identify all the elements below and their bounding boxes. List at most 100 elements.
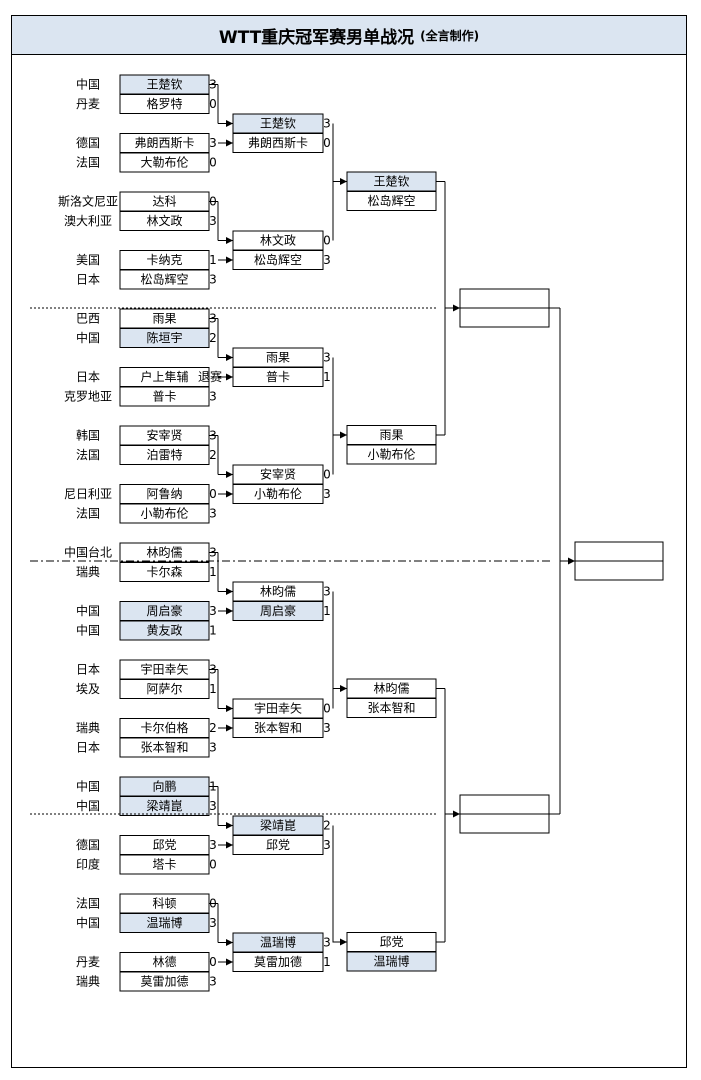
round3-player-box <box>346 191 437 211</box>
round1-player-box <box>119 211 210 231</box>
score-label: 3 <box>209 507 217 521</box>
pname-label: 卡尔森 <box>146 564 182 579</box>
pname-label: 林文政 <box>260 233 296 248</box>
score-label: 1 <box>323 370 331 384</box>
score-label: 退赛 <box>198 369 222 384</box>
pname-label: 科顿 <box>152 897 176 911</box>
country-label: 日本 <box>76 663 100 677</box>
pname-label: 黄友政 <box>146 624 182 638</box>
score-label: 1 <box>209 565 217 579</box>
round1-player-box <box>119 445 210 465</box>
semifinal-slot-box <box>459 307 550 328</box>
country-label: 瑞典 <box>76 565 100 579</box>
country-label: 法国 <box>76 156 100 170</box>
round3-player-box <box>346 951 437 972</box>
score-label: 0 <box>209 487 217 501</box>
country-label: 瑞典 <box>76 975 100 989</box>
pname-label: 张本智和 <box>367 700 415 715</box>
pname-label: 小勒布伦 <box>140 506 188 521</box>
country-label: 美国 <box>76 253 100 267</box>
pname-label: 安宰贤 <box>146 428 182 443</box>
country-label: 日本 <box>76 370 100 384</box>
round1-player-box <box>119 386 210 407</box>
title-bar: WTT重庆冠军赛男单战况 (全言制作) <box>11 15 687 55</box>
score-label: 2 <box>209 331 217 345</box>
country-label: 法国 <box>76 507 100 521</box>
pname-label: 户上隼辅 <box>140 369 188 384</box>
round1-player-box <box>119 971 210 992</box>
semifinal-slot-box <box>459 813 550 834</box>
score-label: 3 <box>209 604 217 618</box>
pname-label: 梁靖崑 <box>146 798 182 813</box>
pname-label: 林昀儒 <box>260 585 296 599</box>
pname-label: 宇田幸矢 <box>254 702 302 716</box>
country-label: 斯洛文尼亚 <box>58 194 118 209</box>
score-label: 0 <box>323 468 331 482</box>
country-label: 中国 <box>76 915 100 930</box>
score-label: 3 <box>209 273 217 287</box>
pname-label: 周启豪 <box>260 603 296 618</box>
round1-player-box <box>119 796 210 816</box>
score-label: 0 <box>209 955 217 969</box>
round2-player-box <box>232 250 324 270</box>
country-label: 中国 <box>76 77 100 92</box>
score-label: 3 <box>323 721 331 735</box>
pname-label: 林德 <box>152 954 176 969</box>
round1-player-box <box>119 913 210 933</box>
score-label: 0 <box>323 702 331 716</box>
pname-label: 普卡 <box>266 370 290 384</box>
score-label: 2 <box>209 448 217 462</box>
arrow-head <box>453 304 460 312</box>
pname-label: 大勒布伦 <box>140 155 188 170</box>
score-label: 0 <box>209 156 217 170</box>
pname-label: 雨果 <box>266 351 290 365</box>
round2-player-box <box>232 367 324 387</box>
score-label: 3 <box>323 351 331 365</box>
arrow-head <box>226 841 233 849</box>
pname-label: 弗朗西斯卡 <box>134 136 194 150</box>
arrow-head <box>226 237 233 244</box>
pname-label: 林昀儒 <box>373 682 409 696</box>
country-label: 中国 <box>76 330 100 345</box>
pname-label: 达科 <box>152 195 176 209</box>
score-label: 3 <box>209 916 217 930</box>
round2-player-box <box>232 133 324 153</box>
pname-label: 松岛辉空 <box>140 272 188 287</box>
pname-label: 卡纳克 <box>146 253 182 267</box>
arrow-head <box>226 588 233 595</box>
pname-label: 张本智和 <box>254 720 302 735</box>
round2-player-box <box>232 601 324 621</box>
score-label: 3 <box>209 390 217 404</box>
pname-label: 王楚钦 <box>260 117 296 131</box>
semifinal-slot-box <box>459 794 550 815</box>
round1-player-box <box>119 328 210 348</box>
score-label: 3 <box>209 975 217 989</box>
pname-label: 陈垣宇 <box>146 330 182 345</box>
score-label: 0 <box>323 136 331 150</box>
pname-label: 莫雷加德 <box>140 974 188 989</box>
pname-label: 泊雷特 <box>146 447 182 462</box>
pname-label: 弗朗西斯卡 <box>248 136 308 150</box>
score-label: 1 <box>209 624 217 638</box>
score-label: 3 <box>323 585 331 599</box>
arrow-head <box>226 373 233 381</box>
arrow-head <box>226 939 233 946</box>
arrow-head <box>340 431 347 439</box>
pname-label: 宇田幸矢 <box>140 663 188 677</box>
country-label: 德国 <box>76 837 100 852</box>
arrow-head <box>226 705 233 712</box>
score-label: 3 <box>209 838 217 852</box>
round1-player-box <box>119 737 210 758</box>
score-label: 3 <box>209 214 217 228</box>
round1-player-box <box>119 679 210 699</box>
score-label: 0 <box>209 858 217 872</box>
pname-label: 林昀儒 <box>146 546 182 560</box>
round1-player-box <box>119 503 210 524</box>
score-label: 2 <box>209 721 217 735</box>
score-label: 2 <box>323 819 331 833</box>
pname-label: 塔卡 <box>152 858 176 872</box>
pname-label: 松岛辉空 <box>254 252 302 267</box>
country-label: 尼日利亚 <box>64 487 112 501</box>
country-label: 韩国 <box>76 428 100 443</box>
